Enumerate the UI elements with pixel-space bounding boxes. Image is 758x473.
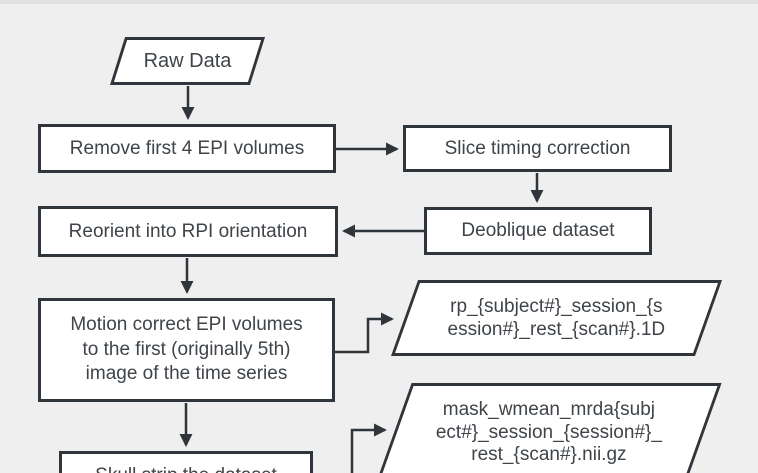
- node-skull-strip-label: Skull strip the dataset: [62, 464, 310, 473]
- node-reorient-rpi: Reorient into RPI orientation: [38, 206, 338, 257]
- node-skull-strip: Skull strip the dataset: [59, 451, 313, 473]
- node-motion-correct-label: Motion correct EPI volumes to the first …: [70, 314, 303, 385]
- edge-motion-to-rp-output: [334, 312, 394, 354]
- node-rp-output-file: rp_{subject#}_session_{s ession#}_rest_{…: [391, 280, 723, 356]
- node-slice-timing-correction: Slice timing correction: [403, 125, 672, 172]
- node-remove-epi-volumes-label: Remove first 4 EPI volumes: [69, 137, 305, 159]
- node-raw-data-label: Raw Data: [143, 50, 232, 72]
- node-motion-correct: Motion correct EPI volumes to the first …: [38, 298, 335, 402]
- node-deoblique-dataset: Deoblique dataset: [424, 207, 652, 255]
- window-top-shadow: [0, 0, 758, 4]
- node-reorient-rpi-label: Reorient into RPI orientation: [68, 220, 308, 242]
- node-raw-data: Raw Data: [110, 37, 266, 85]
- node-mask-output-file: mask_wmean_mrda{subj ect#}_session_{sess…: [376, 383, 722, 473]
- node-deoblique-dataset-label: Deoblique dataset: [461, 220, 615, 241]
- node-rp-output-file-label: rp_{subject#}_session_{s ession#}_rest_{…: [447, 295, 666, 340]
- edge-offscreen-to-mask-output: [350, 423, 387, 473]
- node-slice-timing-correction-label: Slice timing correction: [444, 137, 631, 159]
- node-mask-output-file-label: mask_wmean_mrda{subj ect#}_session_{sess…: [435, 399, 662, 466]
- node-remove-epi-volumes: Remove first 4 EPI volumes: [38, 124, 336, 173]
